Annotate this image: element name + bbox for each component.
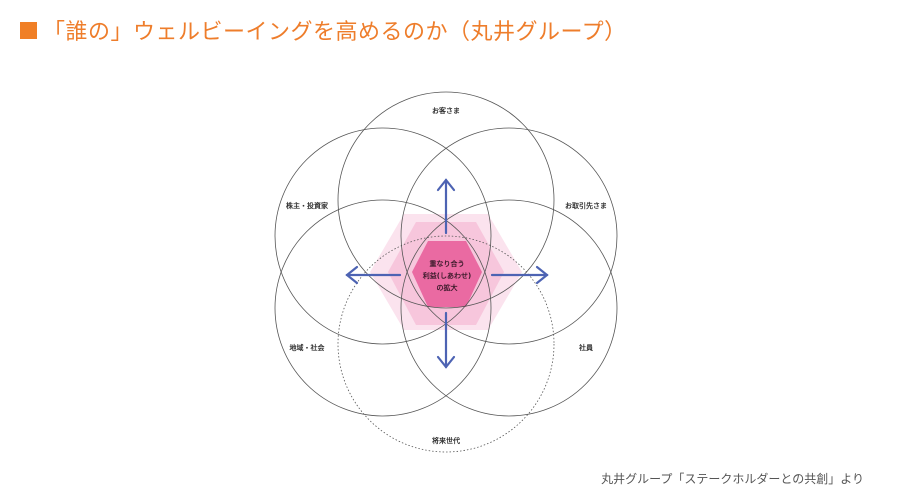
arrow-right-icon	[490, 265, 549, 285]
title-bullet-icon	[20, 21, 37, 39]
label-partners: お取引先さま	[565, 201, 607, 210]
circle-shareholders	[274, 127, 492, 345]
label-employees: 社員	[578, 343, 594, 352]
arrow-left-icon	[345, 265, 402, 285]
arrow-up-icon	[436, 178, 456, 235]
label-community: 地域・社会	[290, 343, 326, 352]
center-line-2: 利益(しあわせ)	[423, 271, 471, 280]
circle-partners	[400, 127, 618, 345]
slide-title-text: 「誰の」ウェルビーイングを高めるのか（丸井グループ）	[43, 20, 627, 45]
slide-title: 「誰の」ウェルビーイングを高めるのか（丸井グループ）	[20, 14, 627, 46]
arrow-down-icon	[436, 311, 456, 369]
label-shareholders: 株主・投資家	[286, 201, 329, 210]
label-customers: お客さま	[432, 106, 460, 115]
circle-customers	[337, 91, 555, 309]
circle-community	[274, 199, 492, 417]
circle-future-generations	[337, 235, 555, 453]
center-line-1: 重なり合う	[430, 259, 465, 268]
circle-employees	[400, 199, 618, 417]
center-hexagon	[412, 241, 482, 307]
source-citation: 丸井グループ「ステークホルダーとの共創」より	[601, 472, 864, 486]
center-line-3: の拡大	[437, 283, 458, 292]
label-future-generations: 将来世代	[432, 436, 460, 445]
